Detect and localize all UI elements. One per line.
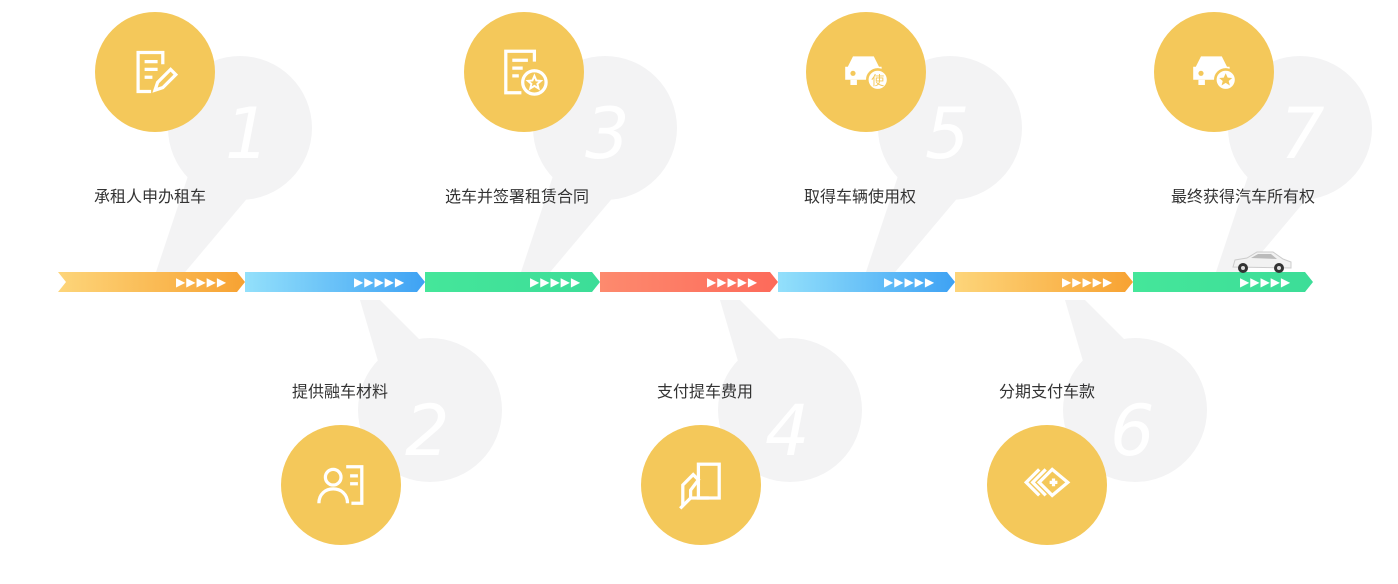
hand-card-icon (679, 462, 721, 510)
step-1-label: 承租人申办租车 (93, 187, 206, 206)
car-icon (1232, 251, 1292, 273)
step-number: 4 (765, 390, 810, 472)
step-2-label: 提供融车材料 (291, 382, 388, 401)
arrow-chevrons: ▶▶▶▶▶ (884, 275, 936, 289)
contract-star-icon (504, 49, 548, 96)
car-use-icon: 使 (845, 56, 890, 92)
step-1-icon-circle (95, 12, 215, 132)
step-4-icon-circle (641, 425, 761, 545)
arrow-chevrons: ▶▶▶▶▶ (354, 275, 406, 289)
step-number: 1 (225, 93, 270, 175)
timeline-bar (58, 272, 1313, 292)
arrow-chevrons: ▶▶▶▶▶ (530, 275, 582, 289)
step-number: 2 (405, 390, 450, 472)
svg-text:使: 使 (871, 73, 884, 89)
arrow-chevrons: ▶▶▶▶▶ (1062, 275, 1114, 289)
arrow-chevrons: ▶▶▶▶▶ (1240, 275, 1292, 289)
step-number: 5 (925, 93, 970, 175)
id-card-icon (317, 465, 364, 505)
step-6-icon-circle (987, 425, 1107, 545)
step-3-icon-circle (464, 12, 584, 132)
cards-icon (1023, 467, 1071, 498)
step-2-icon-circle (281, 425, 401, 545)
car-star-icon (1193, 56, 1238, 92)
step-7-icon-circle (1154, 12, 1274, 132)
step-3-label: 选车并签署租赁合同 (444, 187, 589, 206)
step-6-label: 分期支付车款 (998, 382, 1095, 401)
step-7-label: 最终获得汽车所有权 (1170, 187, 1315, 206)
document-edit-icon (136, 50, 179, 94)
step-5-icon-circle: 使 (806, 12, 926, 132)
step-number: 6 (1110, 390, 1155, 472)
step-5-label: 取得车辆使用权 (803, 187, 916, 206)
arrow-chevrons: ▶▶▶▶▶ (707, 275, 759, 289)
step-number: 3 (585, 93, 630, 175)
step-number: 7 (1280, 93, 1325, 175)
arrow-chevrons: ▶▶▶▶▶ (176, 275, 228, 289)
step-4-label: 支付提车费用 (656, 382, 753, 401)
